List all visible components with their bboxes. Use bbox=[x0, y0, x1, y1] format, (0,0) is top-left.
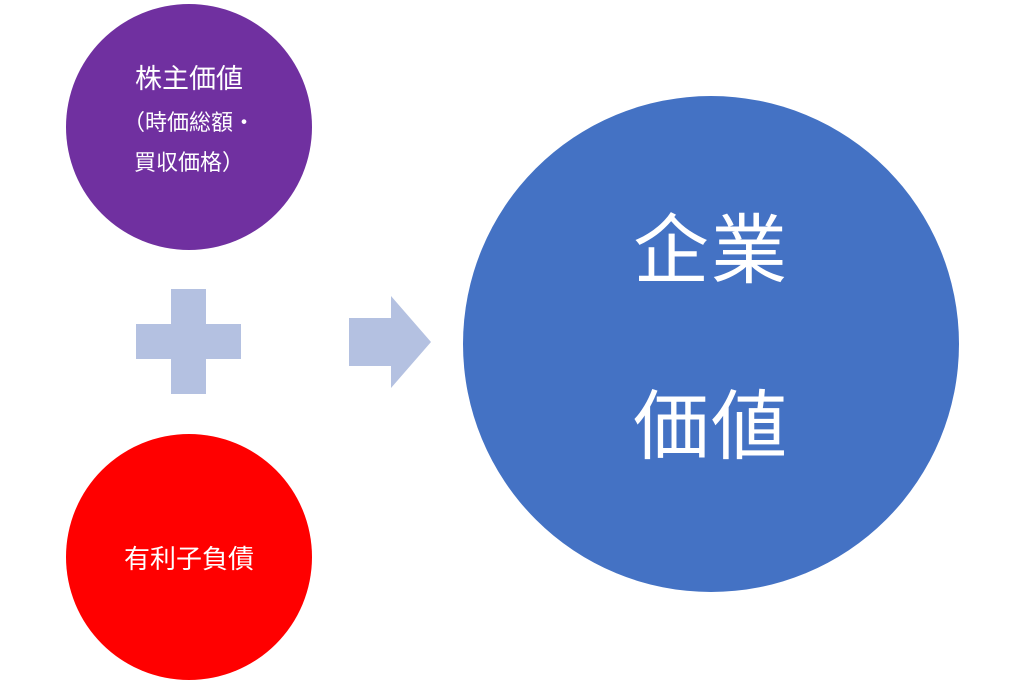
interest-bearing-debt-circle: 有利子負債 bbox=[66, 434, 312, 680]
plus-icon-vertical bbox=[171, 289, 206, 394]
enterprise-value-label-line2: 価値 bbox=[633, 382, 789, 471]
enterprise-value-label-line1: 企業 bbox=[633, 206, 789, 295]
equity-value-detail-line2: 買収価格） bbox=[133, 150, 244, 176]
interest-bearing-debt-label: 有利子負債 bbox=[123, 544, 254, 575]
equity-value-label: 株主価値 bbox=[135, 63, 243, 95]
equity-value-detail-line1: （時価総額・ bbox=[122, 110, 255, 136]
enterprise-value-circle: 企業 価値 bbox=[463, 96, 959, 592]
arrow-right-icon bbox=[349, 296, 431, 388]
equity-value-circle: 株主価値 （時価総額・ 買収価格） bbox=[66, 4, 312, 250]
equity-value-detail: （時価総額・ 買収価格） bbox=[123, 104, 255, 184]
